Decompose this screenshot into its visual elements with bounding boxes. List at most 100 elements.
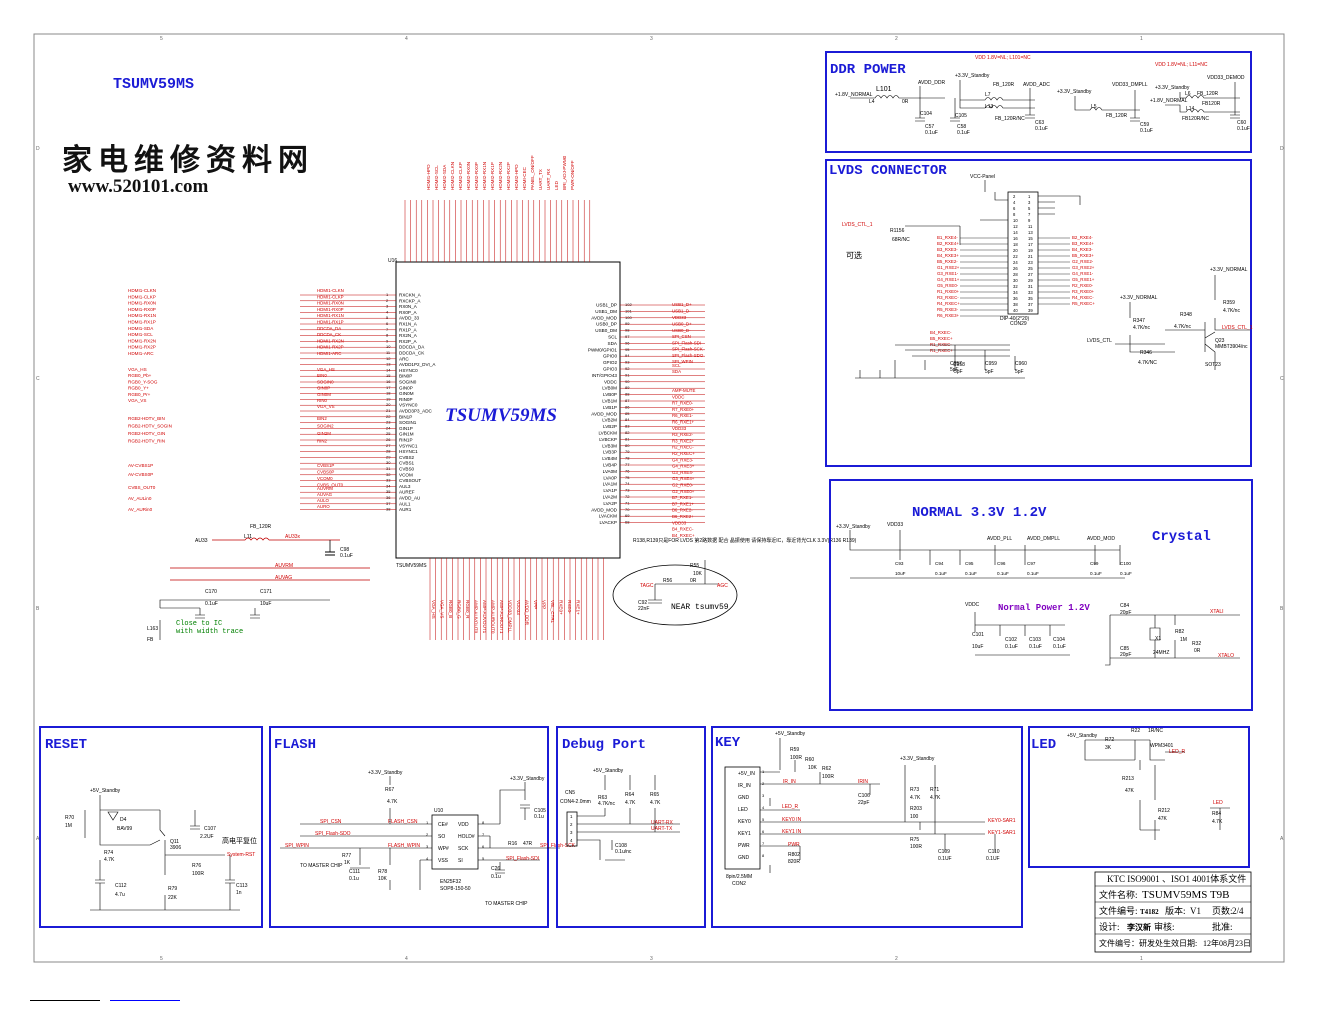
bottom-net: RXE0+ <box>559 600 564 615</box>
tb-ver-k: 版本: <box>1165 905 1186 916</box>
lvds-left-signal: G4_RXE1+ <box>937 277 960 282</box>
tb-page-k: 页数: <box>1212 905 1233 916</box>
chip-pin-number-right: 77 <box>625 462 630 467</box>
chip-pin-name: AVDD_33 <box>399 316 420 321</box>
key-pwr: PWR <box>788 842 800 848</box>
lvds-left-signal: R3_RXEC- <box>937 295 959 300</box>
lvds-pin-odd: 13 <box>1028 230 1033 235</box>
chip-pin-name-right: USB1_DP <box>596 303 617 308</box>
pin-net: RIN0 <box>317 398 328 403</box>
top-net: HDMI2-HPD <box>514 164 519 190</box>
c98-label: C98 <box>340 547 349 553</box>
crystal-title: Crystal <box>1152 529 1211 545</box>
bottom-net: RXE0- <box>567 600 572 614</box>
flash-frame <box>269 726 549 928</box>
chip-pin-name-right: LVACKM <box>599 514 617 519</box>
right-net: G3_RXE4+ <box>672 476 695 481</box>
footer-link-rule[interactable] <box>110 1000 180 1001</box>
lvds-q23: Q23 <box>1215 338 1225 344</box>
chip-pin-number-right: 75 <box>625 475 630 480</box>
lvds-pin-even: 8 <box>1013 212 1016 217</box>
top-net: HDMI2-RX2N <box>498 162 503 190</box>
pin-net: HDMI1-RX2P <box>317 345 344 350</box>
ddr-c57: C57 <box>925 124 934 130</box>
chip-pin-name: RX0N_A <box>399 304 418 309</box>
chip-pin-number: 32 <box>386 472 391 477</box>
flash-r16v: 47R <box>523 841 533 847</box>
right-net: SPI_Flash-SDO <box>672 353 704 358</box>
reset-r74v: 4.7K <box>104 857 115 863</box>
key-r73v: 4.7K <box>910 795 921 801</box>
lvds-pin-odd: 5 <box>1028 206 1031 211</box>
fb-label: FB_120R <box>250 524 272 530</box>
left-net: HDMI1-RX1N <box>128 313 156 318</box>
reset-r76: R76 <box>192 863 201 869</box>
flash-pin-left: WP# <box>438 846 449 852</box>
lvds-p33n2: +3.3V_NORMAL <box>1120 295 1158 301</box>
key-pin-number: 1 <box>762 769 765 774</box>
pin-net: HDMI1-CLKP <box>317 294 344 299</box>
reset-c112: C112 <box>115 883 127 889</box>
bottom-net: VPP <box>542 600 547 609</box>
key-key1: KEY1-SAR1 <box>988 830 1016 836</box>
debug-connector <box>566 811 578 847</box>
c92-label: C92 <box>638 600 647 606</box>
flash-pin-num-left: 3 <box>426 844 429 849</box>
main-chip: TSUMV59MS U16 TSUMV59MS RXCKN_A1RXCKP_A2… <box>300 200 705 640</box>
lvds-left-signal: G3_RXE1- <box>937 271 959 276</box>
frame-row-label: A <box>36 836 40 842</box>
normal-vddc: VDDC <box>965 602 980 608</box>
chip-pin-name: DDCDA_CK <box>399 351 425 356</box>
ddr-fb120nc: FB_120R/NC <box>995 116 1025 122</box>
footer-rule <box>30 1000 100 1001</box>
pin-net: AULO <box>317 498 330 503</box>
frame-row-label-right: A <box>1280 836 1284 842</box>
key-r75v: 100R <box>910 844 922 850</box>
near-label: NEAR tsumv59 <box>671 603 729 612</box>
flash-c105v: 0.1u <box>534 814 544 820</box>
key-r60: R60 <box>805 757 814 763</box>
ddr-dmpll: VDD33_DMPLL <box>1112 82 1148 88</box>
chip-pin-number-right: 98 <box>625 328 630 333</box>
tagc-label: TAGC <box>640 583 654 589</box>
flash-r78: R78 <box>378 869 387 875</box>
lvds-pin-even: 20 <box>1013 248 1018 253</box>
pin-net: VGA_HS <box>317 367 335 372</box>
flash-c111v: 0.1u <box>349 876 359 882</box>
lvds-c957v: 5pF <box>950 367 959 373</box>
flash-r78v: 10K <box>378 876 388 882</box>
lvds-ctl1: LVDS_CTL_1 <box>842 222 873 228</box>
chip-pin-name: AUL3 <box>399 484 411 489</box>
chip-pin-name-right: AVDD_MOD <box>591 315 617 320</box>
normal-c85: C85 <box>1120 646 1129 652</box>
key-key0: KEY0-SAR1 <box>988 818 1016 824</box>
left-net: HDMI1-RX0P <box>128 307 156 312</box>
chip-pin-name: BIN0P <box>399 374 412 379</box>
normal-r32v: 0R <box>1194 648 1201 654</box>
chip-bottom-pins <box>429 558 604 640</box>
chip-body <box>395 261 621 559</box>
chip-pin-number-right: 78 <box>625 456 630 461</box>
lvds-left-signal: R5_RXE3- <box>937 307 959 312</box>
chip-pin-name-right: GPIO0 <box>603 354 617 359</box>
lvds-pin-odd: 25 <box>1028 266 1033 271</box>
chip-pin-name-right: LVB2P <box>603 424 617 429</box>
right-net: G2_RXE0- <box>672 483 694 488</box>
lvds-pin-odd: 19 <box>1028 248 1033 253</box>
normal-cap-ref: C95 <box>965 561 974 566</box>
normal-vdd33: VDD33 <box>887 522 903 528</box>
lvds-left-signal: B1_RXE4- <box>937 235 958 240</box>
right-net: VDD33 <box>672 426 687 431</box>
pin-net: CVBS0P <box>317 470 334 475</box>
ddr-l13: L13 <box>985 104 994 110</box>
bottom-net: VDD33_DMPLL <box>508 600 513 633</box>
auvag-label: AUVAG <box>275 575 292 581</box>
lvds-pin-even: 40 <box>1013 308 1018 313</box>
ddr-c63: C63 <box>1035 120 1044 126</box>
top-net: UART_RX <box>546 169 551 190</box>
pin-net: CVBS_OUT0 <box>317 483 344 488</box>
chip-pin-number-right: 88 <box>625 392 630 397</box>
